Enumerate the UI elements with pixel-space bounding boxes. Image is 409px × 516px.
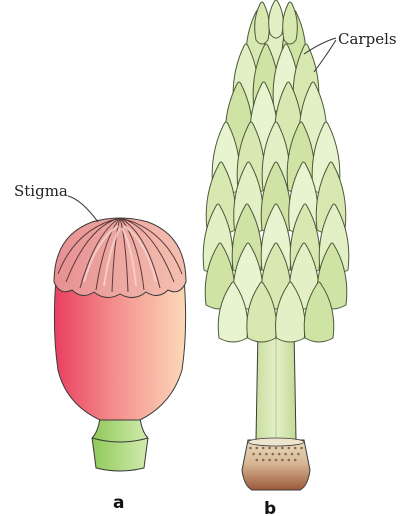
pit-dot bbox=[278, 453, 281, 456]
caption-a: a bbox=[113, 493, 124, 513]
pistil-a bbox=[54, 196, 186, 471]
stigma-label: Stigma bbox=[14, 182, 68, 200]
pistil-a-ovary bbox=[54, 278, 185, 420]
pit-dot bbox=[297, 453, 300, 456]
pit-dot bbox=[255, 459, 258, 462]
pit-dot bbox=[284, 453, 287, 456]
carpel bbox=[269, 0, 284, 38]
pit-dot bbox=[249, 447, 252, 450]
carpel bbox=[283, 2, 298, 44]
pit-dot bbox=[288, 447, 291, 450]
pit-dot bbox=[272, 453, 275, 456]
pit-dot bbox=[268, 459, 271, 462]
pit-dot bbox=[291, 453, 294, 456]
gynoecium-b bbox=[203, 0, 349, 490]
pit-dot bbox=[294, 459, 297, 462]
pit-dot bbox=[255, 447, 258, 450]
pit-dot bbox=[268, 447, 271, 450]
pit-dot bbox=[275, 459, 278, 462]
carpels-label: Carpels bbox=[338, 30, 397, 48]
pit-dot bbox=[262, 459, 265, 462]
pistil-a-stalk bbox=[92, 418, 148, 471]
carpel-cluster bbox=[203, 0, 349, 342]
pit-dot bbox=[262, 447, 265, 450]
pit-dot bbox=[300, 447, 303, 450]
caption-b: b bbox=[264, 499, 276, 516]
stigma-pointer bbox=[68, 196, 98, 222]
pit-dot bbox=[288, 459, 291, 462]
pit-dot bbox=[294, 447, 297, 450]
carpels-pointer-2 bbox=[314, 40, 336, 72]
pit-dot bbox=[265, 453, 268, 456]
pit-dot bbox=[252, 453, 255, 456]
pit-dot bbox=[259, 453, 262, 456]
carpel bbox=[255, 2, 270, 44]
pit-dot bbox=[281, 447, 284, 450]
pit-dot bbox=[281, 459, 284, 462]
pit-dot bbox=[275, 447, 278, 450]
